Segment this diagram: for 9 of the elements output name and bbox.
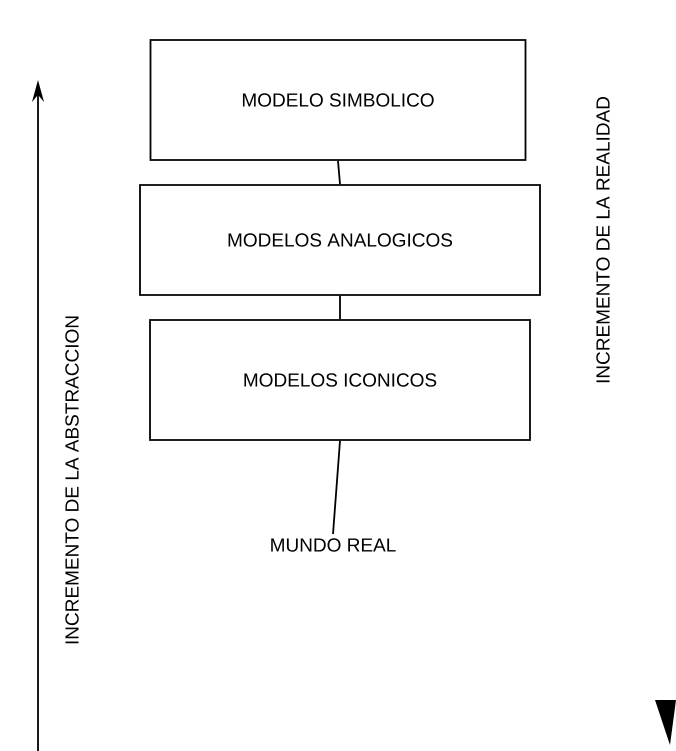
connector-line [332, 440, 341, 534]
axis-label: INCREMENTO DE LA ABSTRACCION [65, 316, 79, 644]
model-box: MODELOS ICONICOS [149, 319, 531, 441]
axis-label: INCREMENTO DE LA REALIDAD [596, 97, 610, 382]
model-box: MODELO SIMBOLICO [150, 39, 526, 161]
connector-line [337, 160, 341, 184]
model-box: MODELOS ANALOGICOS [139, 184, 541, 296]
connector-line [339, 296, 341, 320]
node-text: MUNDO REAL [271, 538, 396, 552]
